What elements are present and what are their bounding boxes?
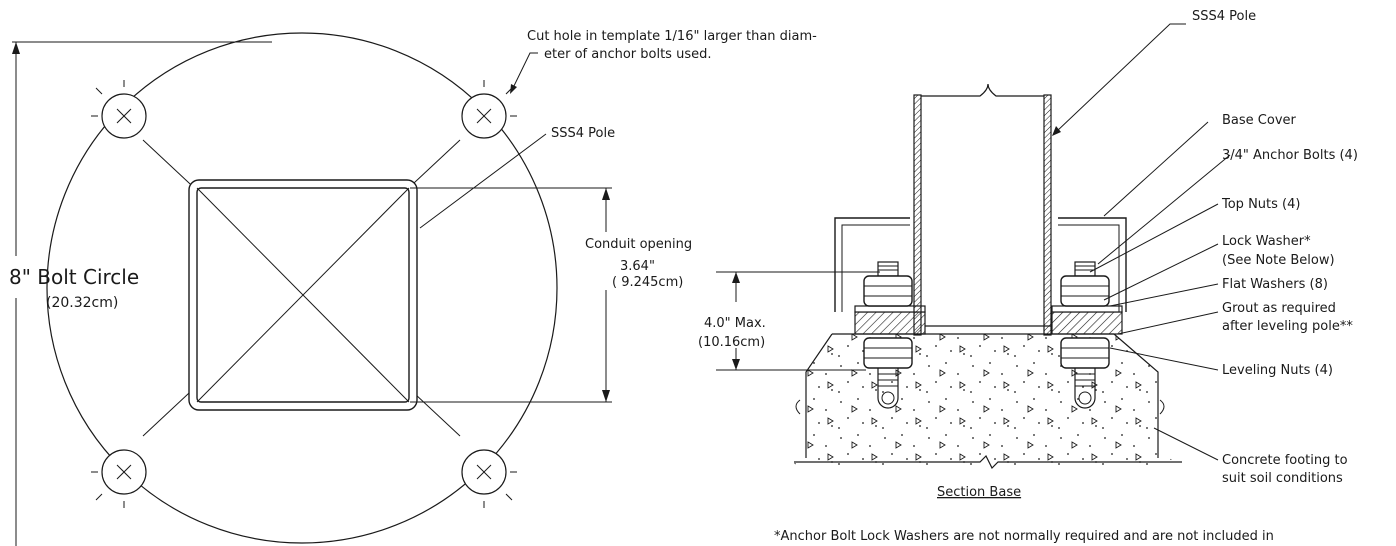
max-height-dimension xyxy=(716,271,880,371)
conduit-size: 3.64" xyxy=(620,259,655,274)
callout-leaders xyxy=(1052,23,1231,461)
template-view: 8" Bolt Circle (20.32cm) Cut hole in tem… xyxy=(9,29,817,546)
concrete-footing xyxy=(790,334,1178,470)
flat-washer-right xyxy=(1051,305,1123,313)
grout-callout-cont: after leveling pole** xyxy=(1222,319,1353,334)
bolt-circle-label: 8" Bolt Circle xyxy=(9,265,139,289)
conduit-dimension xyxy=(410,187,612,403)
bolt-hole xyxy=(461,449,517,508)
anchor-bolt-right xyxy=(1060,261,1110,409)
section-pole-label: SSS4 Pole xyxy=(1192,9,1256,24)
section-view: 4.0" Max. (10.16cm) Section Base SSS4 Po… xyxy=(698,9,1358,500)
leveling-nuts-callout: Leveling Nuts (4) xyxy=(1222,363,1333,378)
conduit-size-metric: ( 9.245cm) xyxy=(612,275,683,290)
bolt-hole xyxy=(461,80,517,139)
bolt-hole xyxy=(91,449,147,508)
bolt-circle-dimension xyxy=(12,41,272,546)
bolt-hole xyxy=(91,80,147,139)
bolt-circle-metric: (20.32cm) xyxy=(46,295,118,311)
footnote: *Anchor Bolt Lock Washers are not normal… xyxy=(774,529,1274,544)
grout-right xyxy=(1051,311,1123,335)
footing-callout-cont: suit soil conditions xyxy=(1222,471,1343,486)
base-cover-right xyxy=(1058,217,1127,312)
pole-inner-outline xyxy=(196,187,410,403)
base-cover-callout: Base Cover xyxy=(1222,113,1297,128)
pole-label: SSS4 Pole xyxy=(551,126,615,141)
footing-callout: Concrete footing to xyxy=(1222,453,1348,468)
pole-wall-right xyxy=(1043,94,1052,336)
pole-break-line xyxy=(921,83,1044,97)
anchor-bolt-left xyxy=(863,261,913,409)
section-title: Section Base xyxy=(937,485,1021,500)
lock-washer-note: (See Note Below) xyxy=(1222,253,1335,268)
max-height-metric: (10.16cm) xyxy=(698,335,765,350)
anchor-bolts-callout: 3/4" Anchor Bolts (4) xyxy=(1222,148,1358,163)
pole-diagonal xyxy=(196,187,410,403)
pole-leader xyxy=(419,133,547,229)
max-height-label: 4.0" Max. xyxy=(704,316,766,331)
flat-washers-callout: Flat Washers (8) xyxy=(1222,277,1328,292)
conduit-label: Conduit opening xyxy=(585,237,692,252)
cut-hole-note: Cut hole in template 1/16" larger than d… xyxy=(527,29,817,44)
grout-callout: Grout as required xyxy=(1222,301,1336,316)
pole-wall-left xyxy=(913,94,922,336)
top-nuts-callout: Top Nuts (4) xyxy=(1221,197,1300,212)
lock-washer-callout: Lock Washer* xyxy=(1222,234,1311,249)
cut-hole-leader xyxy=(511,52,538,91)
cut-hole-note-cont: eter of anchor bolts used. xyxy=(544,47,711,62)
base-cover-left xyxy=(834,217,910,312)
bolt-circle xyxy=(46,32,558,544)
